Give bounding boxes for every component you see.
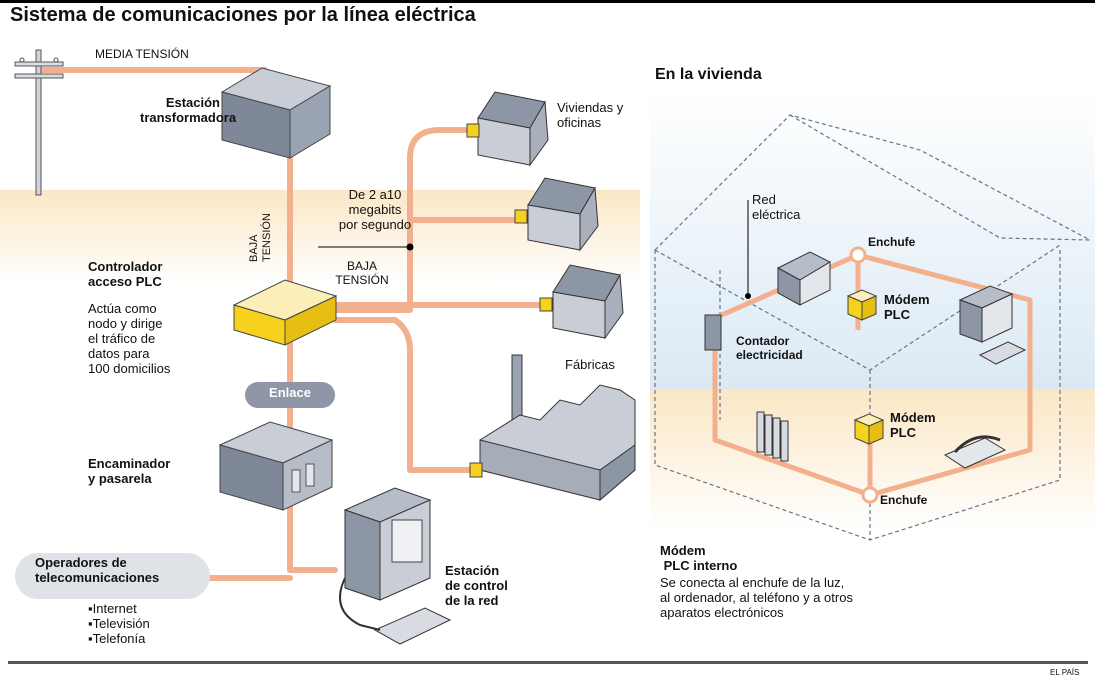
home-heading: En la vivienda (655, 66, 762, 83)
services-list: ▪Internet ▪Televisión ▪Telefonía (88, 601, 150, 647)
telephone-icon (943, 435, 1007, 469)
service-item: ▪Televisión (88, 615, 150, 631)
modem-mid-icon (853, 413, 885, 445)
service-item: ▪Internet (88, 601, 137, 616)
radiator-icon (756, 411, 789, 462)
house-icon-3 (539, 264, 624, 340)
transformer-box-icon (220, 67, 332, 159)
utility-pole (14, 49, 64, 196)
modem-mid-label: Módem PLC (890, 410, 936, 440)
internal-modem-desc: Se conecta al enchufe de la luz, al orde… (660, 575, 853, 620)
tv-icon (776, 251, 832, 306)
speed-label: De 2 a10 megabits por segundo (338, 187, 412, 232)
plc-controller-title: Controlador acceso PLC (88, 259, 163, 289)
low-voltage-vertical-label: BAJA TENSIÓN (248, 213, 273, 262)
router-label: Encaminador y pasarela (88, 456, 171, 486)
plc-controller-desc: Actúa como nodo y dirige el tráfico de d… (88, 301, 171, 376)
bottom-rule (8, 661, 1088, 664)
meter-label: Contador electricidad (736, 334, 803, 362)
factory-icon (469, 354, 636, 502)
plc-controller-icon (232, 279, 338, 346)
network-label: Red eléctrica (752, 192, 801, 222)
control-station-label: Estación de control de la red (445, 563, 508, 608)
control-computer-icon (339, 487, 452, 645)
modem-top-icon (846, 289, 878, 321)
home-computer-icon (958, 285, 1027, 365)
house-icon-1 (466, 91, 549, 167)
outlet-top-icon (849, 246, 867, 264)
page-title: Sistema de comunicaciones por la línea e… (10, 4, 476, 26)
top-rule (0, 0, 1095, 3)
homes-offices-label: Viviendas y oficinas (557, 100, 624, 130)
link-label: Enlace (269, 385, 311, 400)
factories-label: Fábricas (565, 357, 615, 372)
meter-icon (704, 314, 722, 351)
house-icon-2 (514, 177, 599, 252)
outlet-top-label: Enchufe (868, 235, 916, 249)
outlet-bottom-icon (861, 486, 879, 504)
credit-label: EL PAÍS (1050, 668, 1080, 677)
medium-voltage-label: MEDIA TENSIÓN (95, 47, 189, 61)
low-voltage-label: BAJA TENSIÓN (335, 259, 389, 287)
link-bubble (245, 382, 335, 408)
operators-label: Operadores de telecomunicaciones (35, 555, 160, 585)
service-item: ▪Telefonía (88, 630, 146, 646)
transformer-label: Estación transformadora (140, 95, 237, 125)
outlet-bottom-label: Enchufe (880, 493, 928, 507)
modem-top-label: Módem PLC (884, 292, 930, 322)
operators-bubble (15, 553, 210, 599)
router-box-icon (218, 421, 334, 511)
sky-band (650, 90, 1095, 390)
internal-modem-title: Módem PLC interno (660, 543, 738, 573)
